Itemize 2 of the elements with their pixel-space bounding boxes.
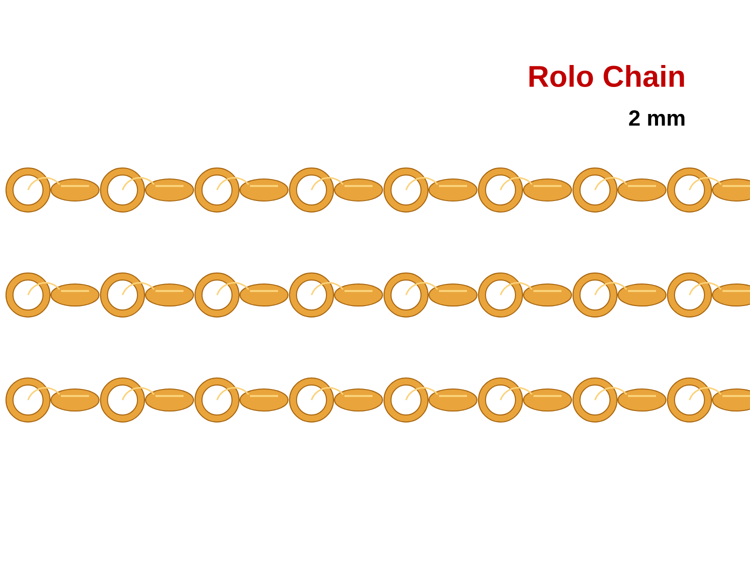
size-label: 2 mm: [629, 110, 684, 126]
title: Rolo Chain: [530, 64, 684, 88]
